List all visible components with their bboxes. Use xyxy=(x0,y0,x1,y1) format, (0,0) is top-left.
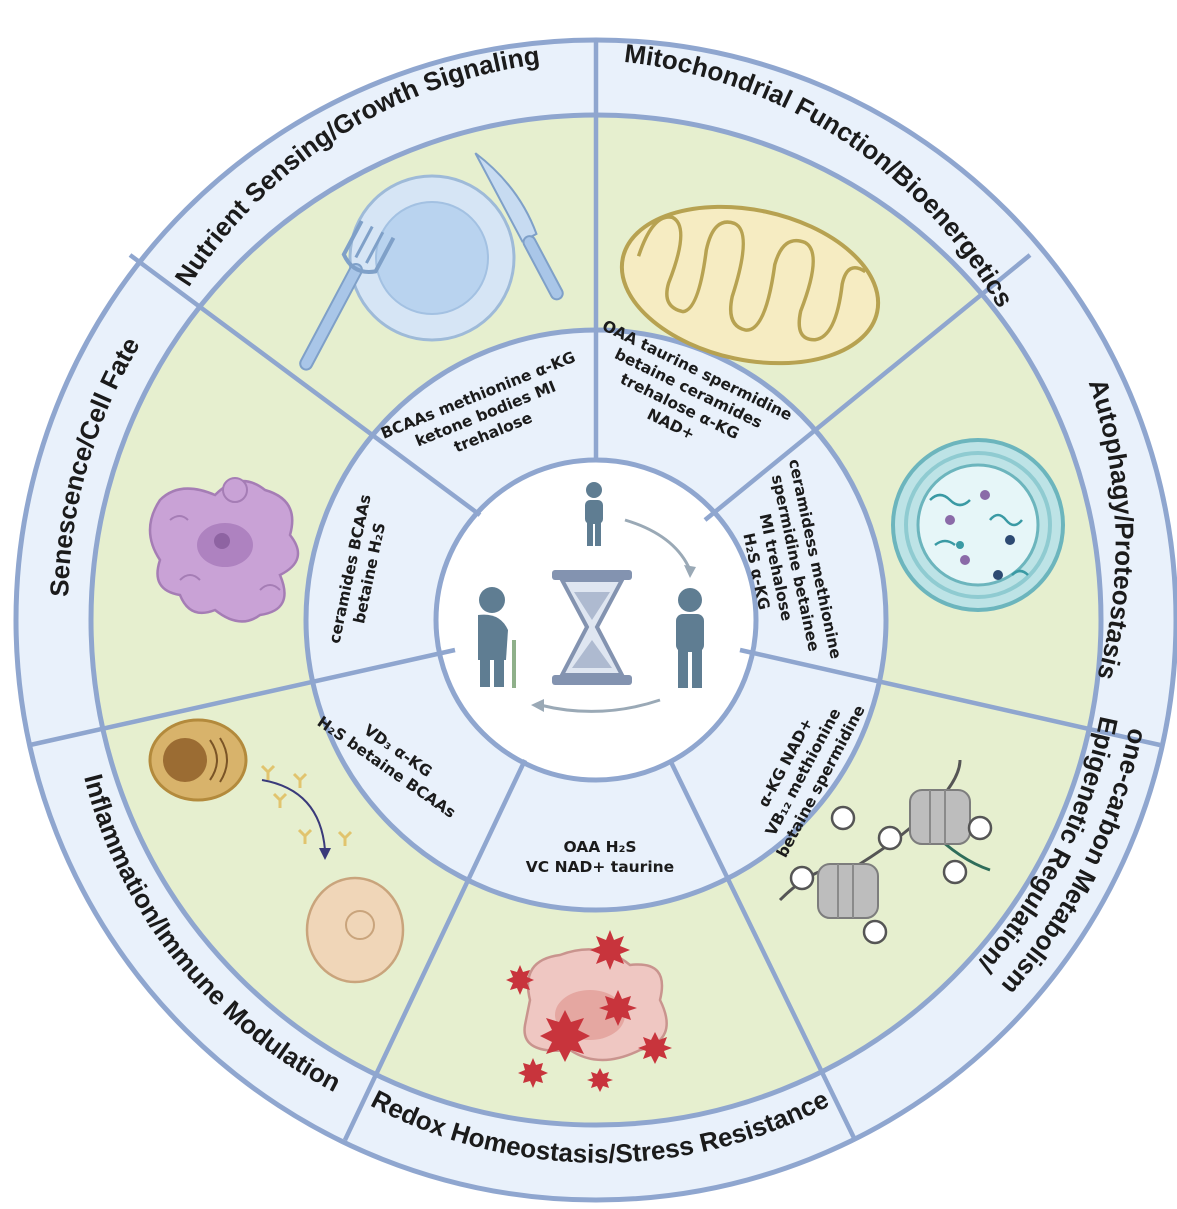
metabolite-line: VC NAD+ taurine xyxy=(526,858,674,876)
elderly-person-icon xyxy=(478,587,516,688)
hourglass-icon xyxy=(552,570,632,685)
adult-person-icon xyxy=(676,588,704,688)
young-person-icon xyxy=(585,482,603,546)
oxidative-stress-cell-icon xyxy=(506,930,672,1092)
senescent-cell-icon xyxy=(148,477,300,623)
lysosome-icon xyxy=(891,438,1065,612)
cycle-arrow-icon xyxy=(539,518,692,713)
sector-dividers xyxy=(29,40,1161,1141)
immune-cell-icon xyxy=(148,718,405,984)
mitochondrion-icon xyxy=(619,204,881,366)
plate-fork-knife-icon xyxy=(299,152,564,371)
nucleosome-icon xyxy=(778,759,993,945)
metabolites-redox: OAA H₂S VC NAD+ taurine xyxy=(526,838,674,876)
aging-cycle-graphic xyxy=(478,482,704,713)
metabolite-line: OAA H₂S xyxy=(563,838,636,856)
